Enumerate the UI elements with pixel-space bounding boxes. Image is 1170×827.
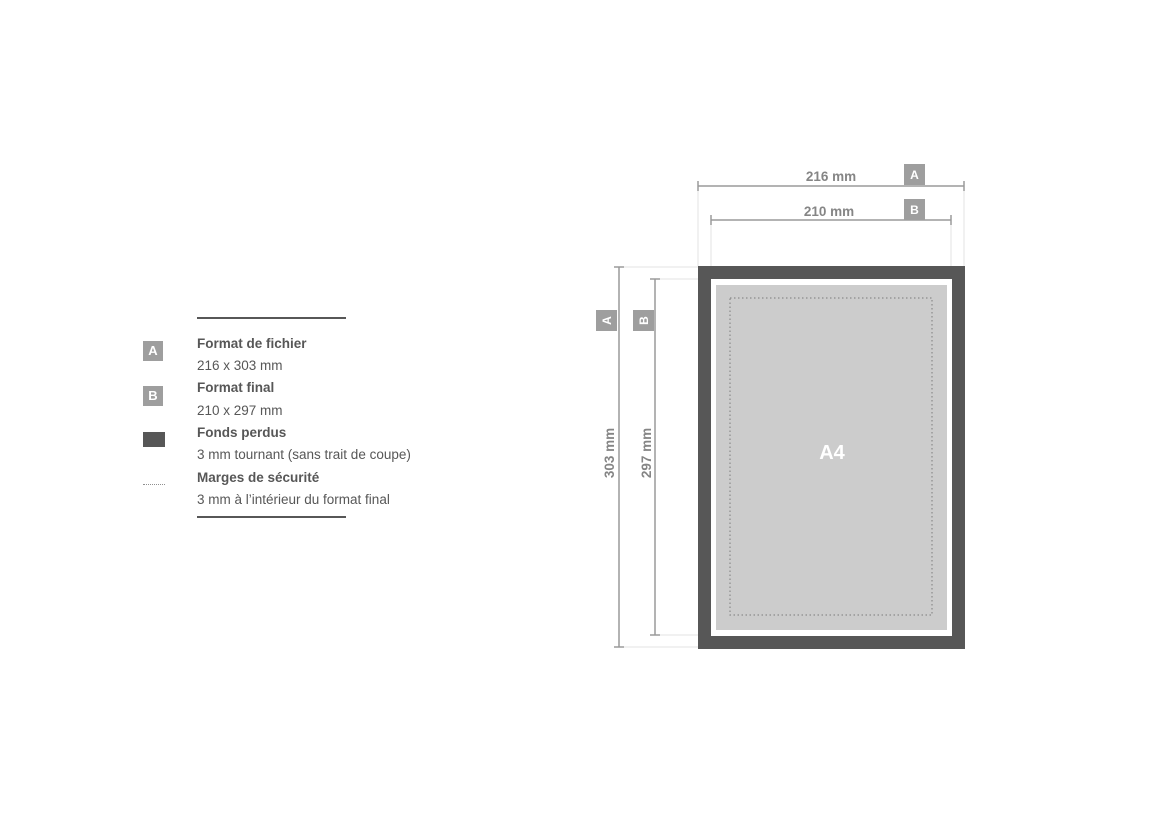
- legend-top-rule: [197, 317, 346, 319]
- safety-margin-outline: [729, 297, 933, 616]
- height-b-badge: [633, 310, 654, 331]
- legend-bottom-rule: [197, 516, 346, 518]
- width-a-label: 216 mm: [806, 169, 856, 184]
- height-b-dimension: [650, 278, 660, 636]
- height-a-badge-letter: A: [600, 316, 614, 325]
- height-a-badge: [596, 310, 617, 331]
- legend-badge-a: A: [143, 341, 163, 361]
- legend-safety-margin-dots: [143, 484, 165, 485]
- legend-badge-b: B: [143, 386, 163, 406]
- width-b-badge-letter: B: [910, 203, 919, 217]
- width-b-label: 210 mm: [804, 204, 854, 219]
- page-format-label: A4: [819, 442, 845, 464]
- legend-title-file-format: Format de fichier: [197, 336, 307, 351]
- height-a-label: 303 mm: [602, 428, 617, 478]
- height-a-dimension: [614, 266, 624, 648]
- legend-desc-bleed: 3 mm tournant (sans trait de coupe): [197, 447, 411, 462]
- legend-title-bleed: Fonds perdus: [197, 425, 287, 440]
- legend-desc-safety-margins: 3 mm à l’intérieur du format final: [197, 492, 390, 507]
- height-b-badge-letter: B: [637, 316, 651, 325]
- legend-bleed-swatch: [143, 432, 165, 447]
- width-a-badge-letter: A: [910, 168, 919, 182]
- content-area: [716, 285, 947, 630]
- legend-desc-file-format: 216 x 303 mm: [197, 358, 283, 373]
- legend-title-final-format: Format final: [197, 380, 275, 395]
- legend-desc-final-format: 210 x 297 mm: [197, 403, 283, 418]
- width-a-badge: [904, 164, 925, 185]
- width-a-dimension: [697, 181, 965, 191]
- height-b-label: 297 mm: [639, 428, 654, 478]
- width-b-badge: [904, 199, 925, 220]
- legend-title-safety-margins: Marges de sécurité: [197, 470, 320, 485]
